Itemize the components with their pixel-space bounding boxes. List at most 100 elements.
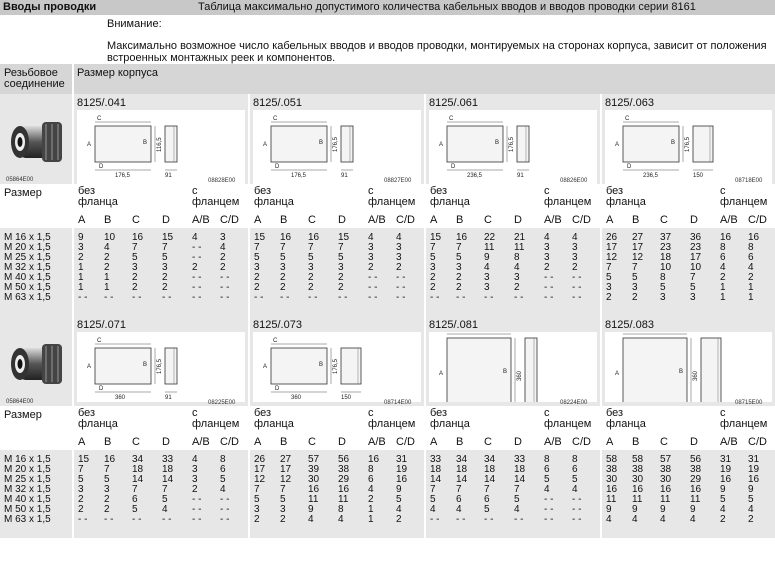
- thread-size-label: M 63 x 1,5: [4, 292, 51, 303]
- value-cell: 4: [690, 514, 696, 525]
- value-cell: 16: [632, 484, 644, 495]
- value-cell: - -: [192, 504, 202, 515]
- drawing-image-code: 08715E00: [735, 400, 763, 406]
- value-cell: 11: [484, 242, 495, 253]
- thread-size-label: M 50 x 1,5: [4, 282, 51, 293]
- flange-label: фланцем: [368, 196, 416, 208]
- column-divider: [424, 228, 426, 316]
- value-cell: 37: [660, 232, 672, 243]
- drawing-image-code: 08714E00: [384, 400, 412, 406]
- column-divider: [72, 228, 74, 316]
- value-cell: 56: [690, 454, 702, 465]
- section-title: Вводы проводки: [3, 1, 97, 13]
- column-header: D: [162, 214, 170, 226]
- value-cell: 36: [690, 232, 702, 243]
- housing-code: 8125/.063: [605, 97, 654, 109]
- svg-text:236,5: 236,5: [643, 173, 659, 179]
- value-cell: - -: [220, 272, 230, 283]
- value-cell: - -: [456, 514, 466, 525]
- value-cell: 57: [308, 454, 320, 465]
- column-header: C: [484, 214, 492, 226]
- thread-size-label: M 25 x 1,5: [4, 252, 51, 263]
- value-cell: - -: [368, 272, 378, 283]
- value-cell: 3: [484, 272, 490, 283]
- value-cell: 6: [544, 464, 550, 475]
- gland-image-code: 05864E00: [6, 177, 34, 183]
- svg-text:236,5: 236,5: [467, 173, 483, 179]
- drawing-image-code: 08718E00: [735, 178, 763, 184]
- value-cell: 2: [720, 272, 726, 283]
- flange-label: фланцем: [368, 418, 416, 430]
- svg-text:C: C: [449, 332, 454, 334]
- value-cell: 5: [484, 504, 490, 515]
- value-cell: - -: [396, 292, 406, 303]
- value-cell: 18: [456, 464, 468, 475]
- column-header: C/D: [220, 214, 239, 226]
- column-header: A/B: [720, 214, 738, 226]
- value-cell: 7: [430, 484, 436, 495]
- value-cell: 3: [430, 262, 436, 273]
- svg-text:D: D: [99, 386, 104, 392]
- value-cell: 15: [254, 232, 266, 243]
- column-header-row: [0, 406, 775, 450]
- value-cell: 2: [220, 262, 226, 273]
- value-cell: 7: [338, 242, 344, 253]
- svg-text:150: 150: [341, 395, 352, 401]
- value-cell: 2: [338, 282, 344, 293]
- svg-text:A: A: [87, 364, 91, 370]
- value-cell: 38: [660, 464, 672, 475]
- value-cell: 3: [280, 262, 286, 273]
- column-divider: [600, 228, 602, 316]
- flange-label: фланцем: [192, 418, 240, 430]
- value-cell: 8: [748, 242, 754, 253]
- value-cell: 4: [368, 232, 374, 243]
- svg-text:D: D: [627, 164, 632, 170]
- value-cell: 17: [280, 464, 292, 475]
- column-header: A/B: [368, 214, 386, 226]
- value-cell: 5: [456, 252, 462, 263]
- value-cell: 11: [632, 494, 643, 505]
- column-divider: [248, 450, 250, 538]
- no-flange-label: фланца: [606, 418, 646, 430]
- value-cell: 2: [132, 282, 138, 293]
- value-cell: 2: [192, 262, 198, 273]
- svg-text:C: C: [273, 116, 278, 122]
- column-header: C: [308, 436, 316, 448]
- svg-text:A: A: [615, 371, 619, 377]
- value-cell: 7: [78, 464, 84, 475]
- thread-size-label: M 63 x 1,5: [4, 514, 51, 525]
- value-cell: 2: [368, 494, 374, 505]
- column-header: B: [456, 436, 464, 448]
- value-cell: - -: [280, 292, 290, 303]
- value-cell: 58: [606, 454, 618, 465]
- value-cell: - -: [104, 292, 114, 303]
- svg-text:C: C: [273, 338, 278, 344]
- value-cell: 38: [632, 464, 644, 475]
- value-cell: 14: [514, 474, 526, 485]
- no-flange-label: фланца: [78, 418, 118, 430]
- value-cell: 3: [484, 282, 490, 293]
- value-cell: 4: [632, 514, 638, 525]
- svg-text:A: A: [615, 142, 619, 148]
- value-cell: 9: [606, 504, 612, 515]
- column-header: C/D: [396, 214, 415, 226]
- column-header: C: [484, 436, 492, 448]
- column-header: A: [78, 436, 86, 448]
- value-cell: 31: [720, 454, 732, 465]
- value-cell: 23: [690, 242, 702, 253]
- value-cell: - -: [572, 504, 582, 515]
- svg-text:176,5: 176,5: [333, 358, 339, 374]
- thread-label-1: Резьбовое: [4, 67, 58, 79]
- value-cell: 16: [690, 484, 702, 495]
- column-header: D: [690, 214, 698, 226]
- values-band: [0, 450, 775, 538]
- column-divider: [248, 228, 250, 316]
- value-cell: 1: [78, 272, 84, 283]
- value-cell: 9: [720, 484, 726, 495]
- column-divider: [600, 94, 602, 184]
- value-cell: 3: [104, 484, 110, 495]
- svg-text:360: 360: [115, 395, 126, 401]
